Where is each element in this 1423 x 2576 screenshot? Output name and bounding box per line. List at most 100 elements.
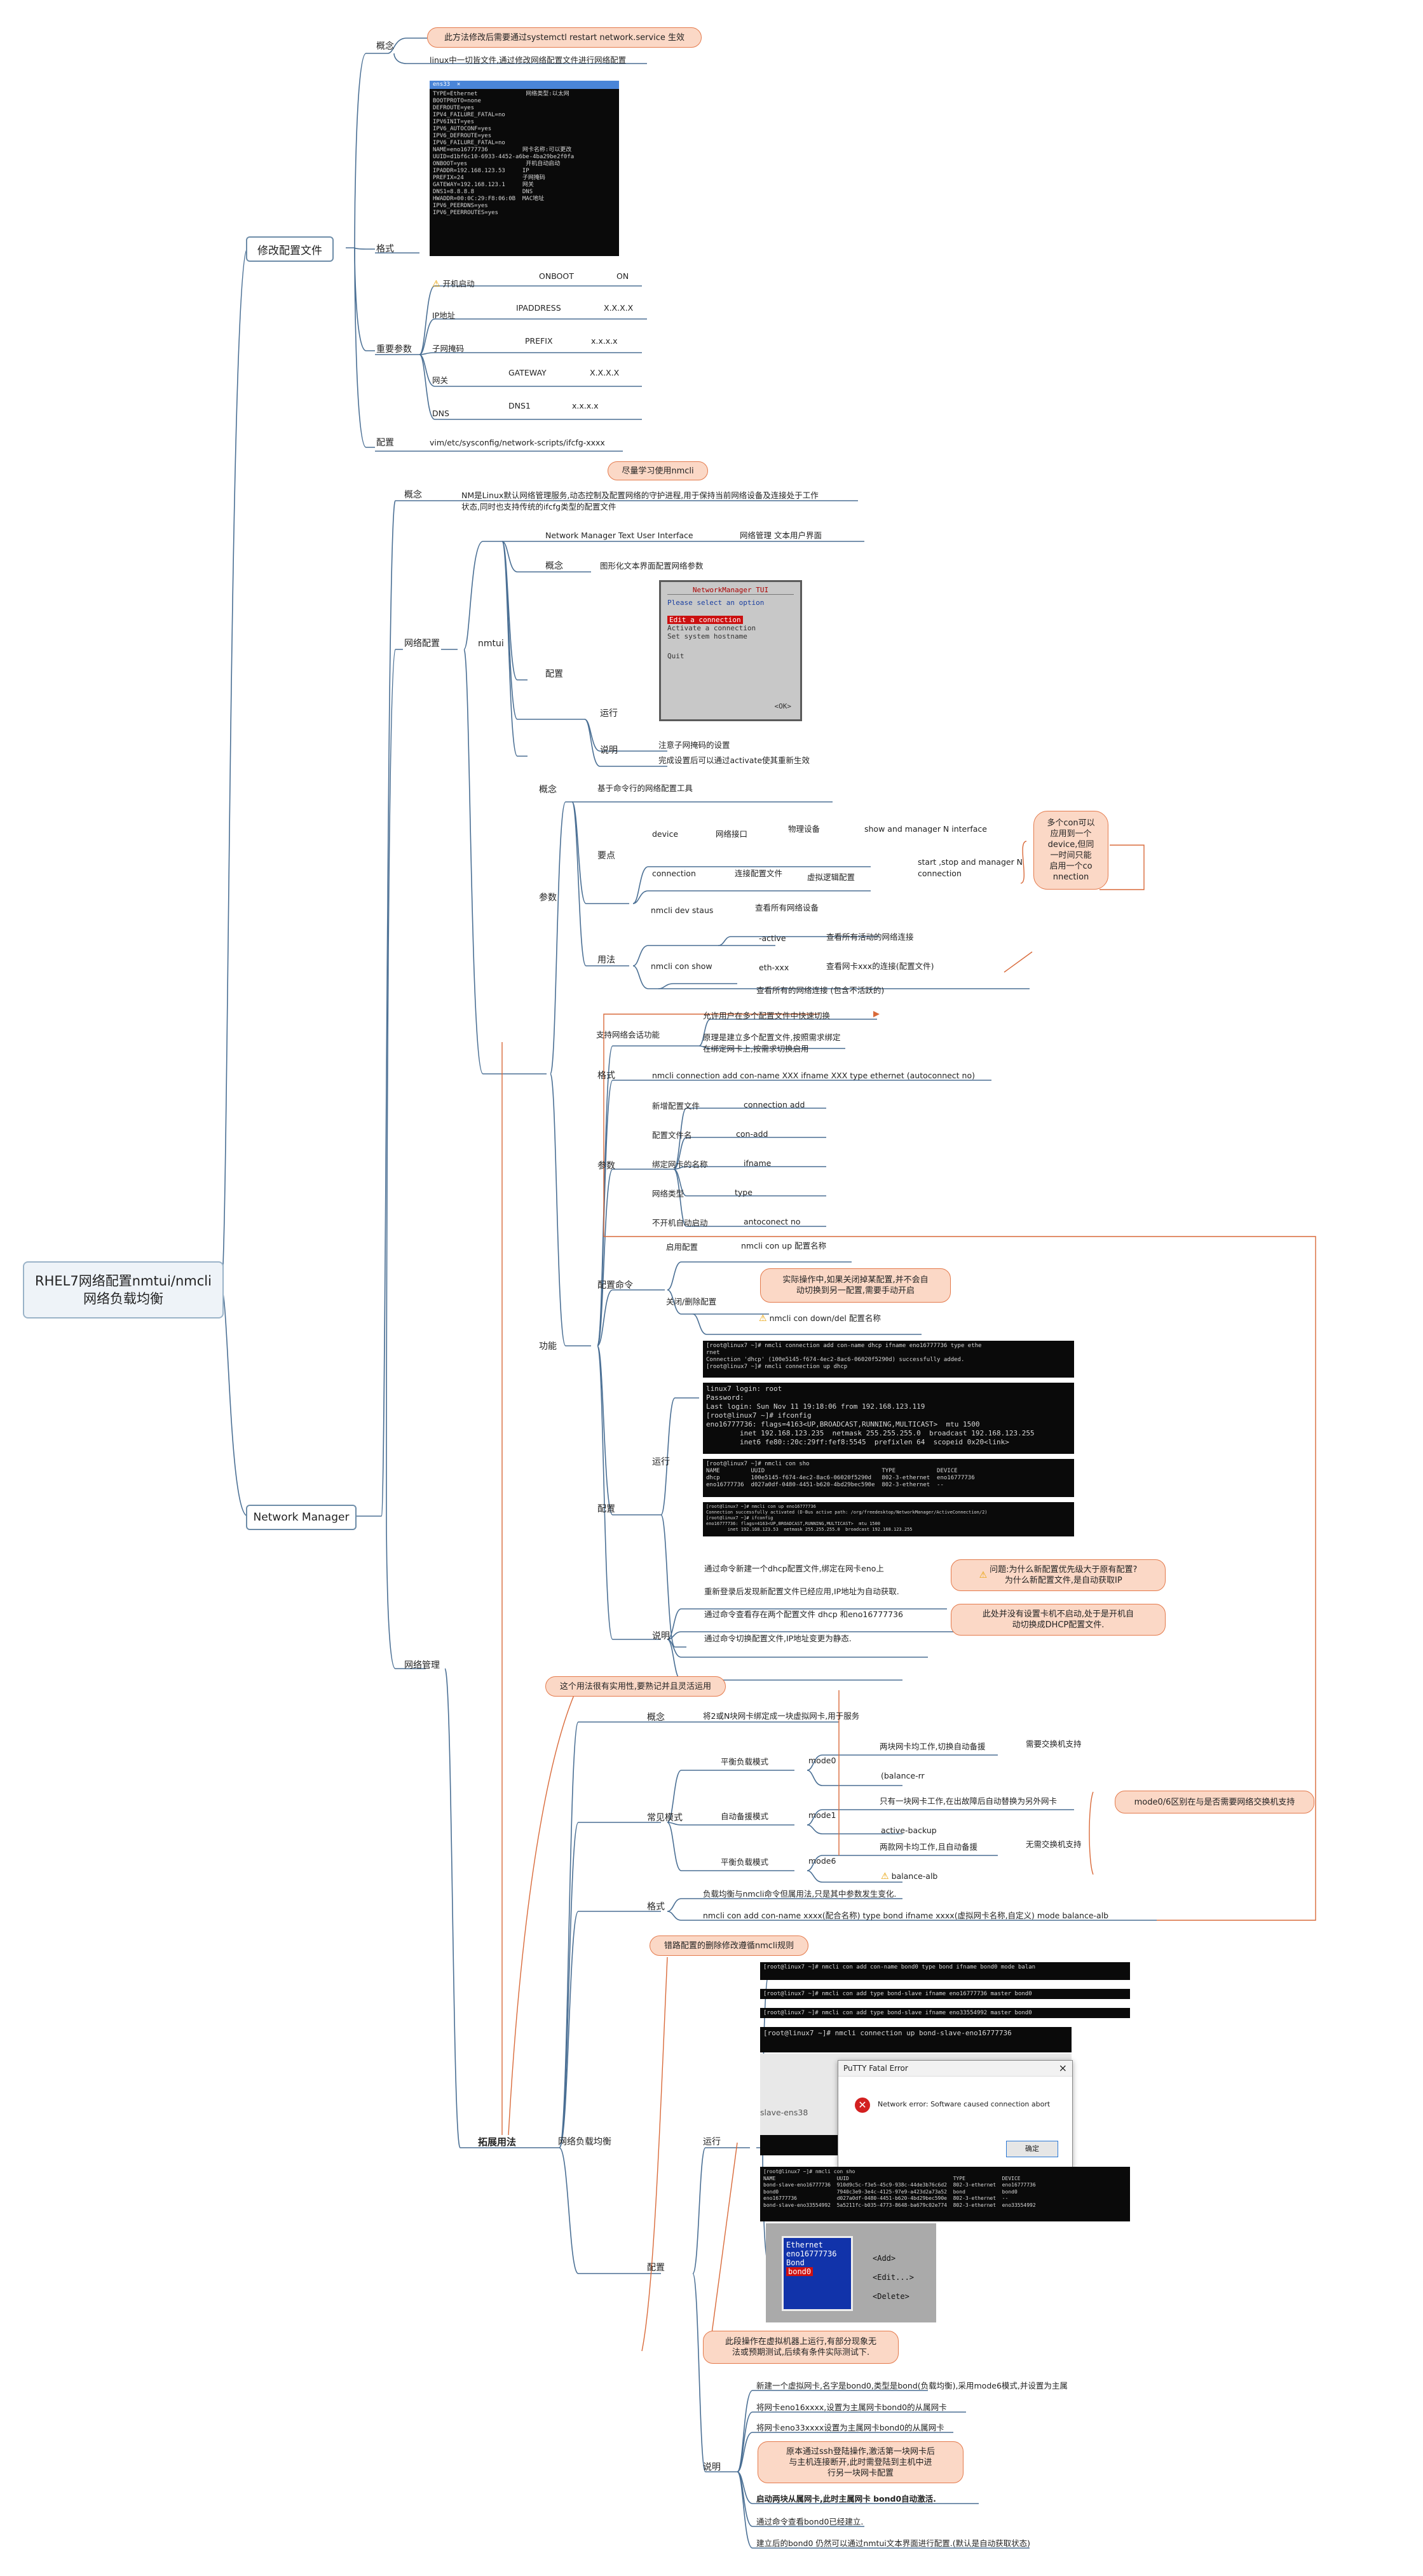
b1-config-path: vim/etc/sysconfig/network-scripts/ifcfg-…: [430, 438, 605, 447]
terminal-line: NAME=eno16777736 网卡名称:可以更改: [433, 147, 572, 153]
b2-concept-text: NM是Linux默认网络管理服务,动态控制及配置网络的守护进程,用于保持当前网络…: [461, 491, 819, 512]
q-text: 问题:为什么新配置优先级大于原有配置? 为什么新配置文件,是自动获取IP: [990, 1565, 1138, 1585]
b1-concept: 概念: [376, 41, 394, 51]
terminal-line: inet 192.168.123.53 netmask 255.255.255.…: [706, 1527, 913, 1532]
nmcli-dev-status-desc: 查看所有网络设备: [755, 903, 819, 912]
nmcli-param-name: 配置文件名: [652, 1130, 692, 1140]
nmcli-key-points: 要点: [597, 851, 615, 861]
nmcli-callout-con: 多个con可以 应用到一个 device,但同 一时间只能 启用一个co nne…: [1033, 811, 1108, 890]
terminal-line: TYPE=Ethernet 网络类型:以太网: [433, 91, 569, 97]
nmcli-concept-text: 基于命令行的网络配置工具: [597, 783, 693, 793]
putty-ok-button[interactable]: 确定: [1006, 2141, 1058, 2157]
nmtui-full-cn: 网络管理 文本用户界面: [740, 531, 822, 540]
nmcli-q-callout: ⚠问题:为什么新配置优先级大于原有配置? 为什么新配置文件,是自动获取IP: [951, 1559, 1166, 1591]
terminal-line: IPV6_AUTOCONF=yes: [433, 126, 492, 132]
ext-concept: 概念: [647, 1712, 665, 1723]
putty-dialog: PuTTY Fatal Error × ✕ Network error: Sof…: [838, 2060, 1073, 2168]
root-title: RHEL7网络配置nmtui/nmcli 网络负载均衡: [35, 1273, 212, 1306]
bond-tui-option[interactable]: <Edit...>: [873, 2273, 915, 2282]
param-value: X.X.X.X: [590, 368, 620, 377]
param-key: PREFIX: [525, 336, 553, 346]
warning-icon: ⚠: [759, 1313, 767, 1324]
terminal-line: [root@linux7 ~]# nmcli con add con-name …: [763, 1964, 1036, 1970]
param-key: IPADDRESS: [516, 303, 561, 313]
putty-message: Network error: Software caused connectio…: [878, 2100, 1051, 2108]
param-value: ON: [616, 271, 629, 281]
terminal-line: Password:: [706, 1393, 744, 1402]
terminal-line: GATEWAY=192.168.123.1 网关: [433, 182, 534, 188]
tui-option[interactable]: Set system hostname: [667, 632, 794, 641]
tui-option-label: Set system hostname: [667, 632, 747, 641]
nmtui-config: 配置: [545, 669, 563, 679]
nmcli-usage: 用法: [597, 955, 615, 965]
param-name-text: 开机启动: [442, 279, 475, 288]
terminal-line: [root@linux7 ~]# nmcli connection up bon…: [763, 2029, 1012, 2037]
ext-run: 运行: [703, 2137, 721, 2147]
nmcli-params2: 参数: [597, 1161, 615, 1171]
b2-callout-nmcli: 尽量学习使用nmcli: [608, 461, 708, 480]
b2-concept: 概念: [404, 490, 422, 500]
nmtui-desc: 说明: [600, 745, 618, 756]
bond-tui-option[interactable]: <Add>: [873, 2254, 896, 2263]
putty-slave: slave-ens38: [760, 2108, 808, 2117]
tui-ok-button[interactable]: <OK>: [774, 702, 792, 710]
nmcli-function: 功能: [539, 1341, 557, 1352]
tui-title: NetworkManager TUI: [667, 586, 794, 595]
mode-type: 平衡负载模式: [721, 1757, 769, 1766]
nmcli-param-value: connection add: [744, 1100, 805, 1109]
root-node[interactable]: RHEL7网络配置nmtui/nmcli 网络负载均衡: [23, 1261, 224, 1319]
branch-network-manager[interactable]: Network Manager: [246, 1505, 357, 1530]
terminal-line: [root@linux7 ~]# nmcli con add type bond…: [763, 2010, 1032, 2016]
nmcli-run: 运行: [652, 1457, 670, 1467]
nmtui-full: Network Manager Text User Interface: [545, 531, 693, 540]
terminal-line: PREFIX=24 子网掩码: [433, 175, 545, 181]
tui-option-label: Activate a connection: [667, 624, 756, 632]
mode-code-text: (balance-rr: [881, 1771, 925, 1780]
tui-option[interactable]: Edit a connection: [667, 616, 794, 624]
terminal-line: inet6 fe80::20c:29ff:fef8:5545 prefixlen…: [706, 1438, 1009, 1446]
b1-concept-text: linux中一切皆文件,通过修改网络配置文件进行网络配置: [430, 55, 627, 65]
tui-option[interactable]: Activate a connection: [667, 624, 794, 632]
terminal-line: Last login: Sun Nov 11 19:18:06 from 192…: [706, 1402, 925, 1411]
nmcli-disable-callout: 实际操作中,如果关闭掉某配置,并不会自 动切换到另一配置,需要手动开启: [760, 1268, 951, 1303]
ext-desc: 说明: [703, 2462, 721, 2472]
bond-term-3: [root@linux7 ~]# nmcli con add type bond…: [760, 2008, 1130, 2018]
nmcli-device-sub: 网络接口: [716, 829, 748, 839]
ext-label: 拓展用法: [478, 2136, 517, 2148]
mode-code-text: balance-alb: [891, 1871, 938, 1881]
nmcli-device-phys: 物理设备: [788, 824, 820, 834]
nmtui-note-1: 注意子网掩码的设置: [658, 740, 730, 750]
terminal-line: rnet: [706, 1350, 720, 1356]
terminal-line: NAME UUID TYPE DEVICE: [706, 1468, 958, 1474]
param-key: GATEWAY: [508, 368, 547, 377]
ext-format: 格式: [647, 1902, 665, 1912]
nmcli-disable: 关闭/删除配置: [666, 1297, 717, 1306]
b1-params: 重要参数: [376, 344, 412, 355]
nmcli-connection-sub: 连接配置文件: [735, 869, 783, 878]
error-icon: ✕: [855, 2098, 870, 2113]
branch-modify-config-file[interactable]: 修改配置文件: [246, 236, 334, 262]
terminal-line: IPV6_DEFROUTE=yes: [433, 133, 492, 139]
nmcli-params: 参数: [539, 893, 557, 903]
branch-title: 修改配置文件: [257, 244, 322, 257]
nmcli-ethxxx: eth-xxx: [759, 963, 789, 972]
close-icon[interactable]: ×: [1058, 2062, 1067, 2074]
terminal-line: bond0 7940c3e9-3e4c-4125-97e9-a423d2a73a…: [763, 2188, 1018, 2195]
bond-tui-line: Bond: [786, 2258, 805, 2267]
disable-cmd: nmcli con down/del 配置名称: [769, 1313, 881, 1323]
nmcli-param-value: type: [735, 1188, 752, 1197]
bond-tui-option[interactable]: <Delete>: [873, 2292, 909, 2301]
bond-term-4: [root@linux7 ~]# nmcli connection up bon…: [760, 2027, 1072, 2052]
warning-icon: ⚠: [979, 1569, 988, 1580]
nmcli-desc: 说明: [652, 1631, 670, 1641]
nmcli-multi-b: 原理是建立多个配置文件,按照需求绑定 在绑定网卡上,按需求切换启用: [703, 1033, 841, 1054]
nmcli-param-name: 不开机自动启动: [652, 1218, 708, 1228]
terminal-line: linux7 login: root: [706, 1385, 782, 1393]
tui-option-label: Edit a connection: [667, 616, 743, 624]
tui-option[interactable]: Quit: [667, 652, 794, 660]
terminal-line: [root@linux7 ~]# nmcli connection add co…: [706, 1343, 982, 1349]
